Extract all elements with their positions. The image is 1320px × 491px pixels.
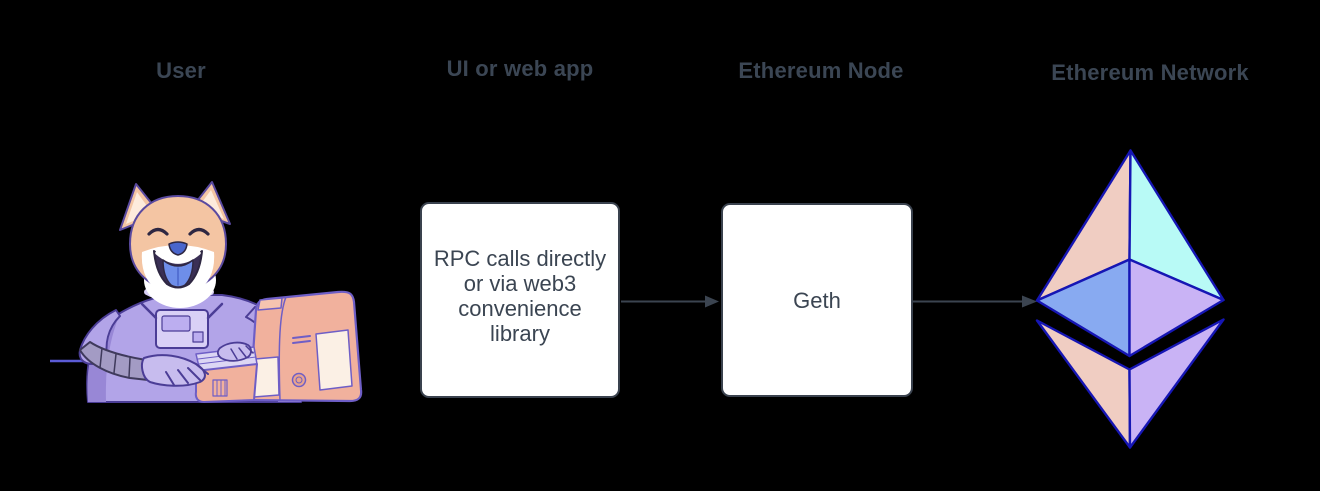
web-app-box-text: RPC calls directly or via web3 convenien… <box>433 245 607 346</box>
node-geth-box: Geth <box>721 203 913 397</box>
label-user: User <box>156 58 206 83</box>
doge-hands <box>141 341 254 387</box>
doge-user-illustration <box>50 181 363 403</box>
arrowhead-icon <box>1022 295 1037 308</box>
retro-computer <box>194 290 363 403</box>
ethereum-logo <box>1035 149 1225 449</box>
node-web-app-box: RPC calls directly or via web3 convenien… <box>420 202 620 398</box>
arrowhead-icon <box>705 295 719 308</box>
arrow-webapp-to-geth <box>621 295 719 308</box>
eth-logo-bottom-right <box>1128 318 1225 449</box>
label-ui-or-web-app: UI or web app <box>446 56 594 81</box>
arrow-geth-to-network <box>913 295 1037 308</box>
eth-logo-belt-right <box>1128 258 1225 358</box>
label-ethereum-network: Ethereum Network <box>1051 60 1249 85</box>
label-ethereum-node: Ethereum Node <box>738 58 904 83</box>
geth-box-text: Geth <box>793 287 841 313</box>
